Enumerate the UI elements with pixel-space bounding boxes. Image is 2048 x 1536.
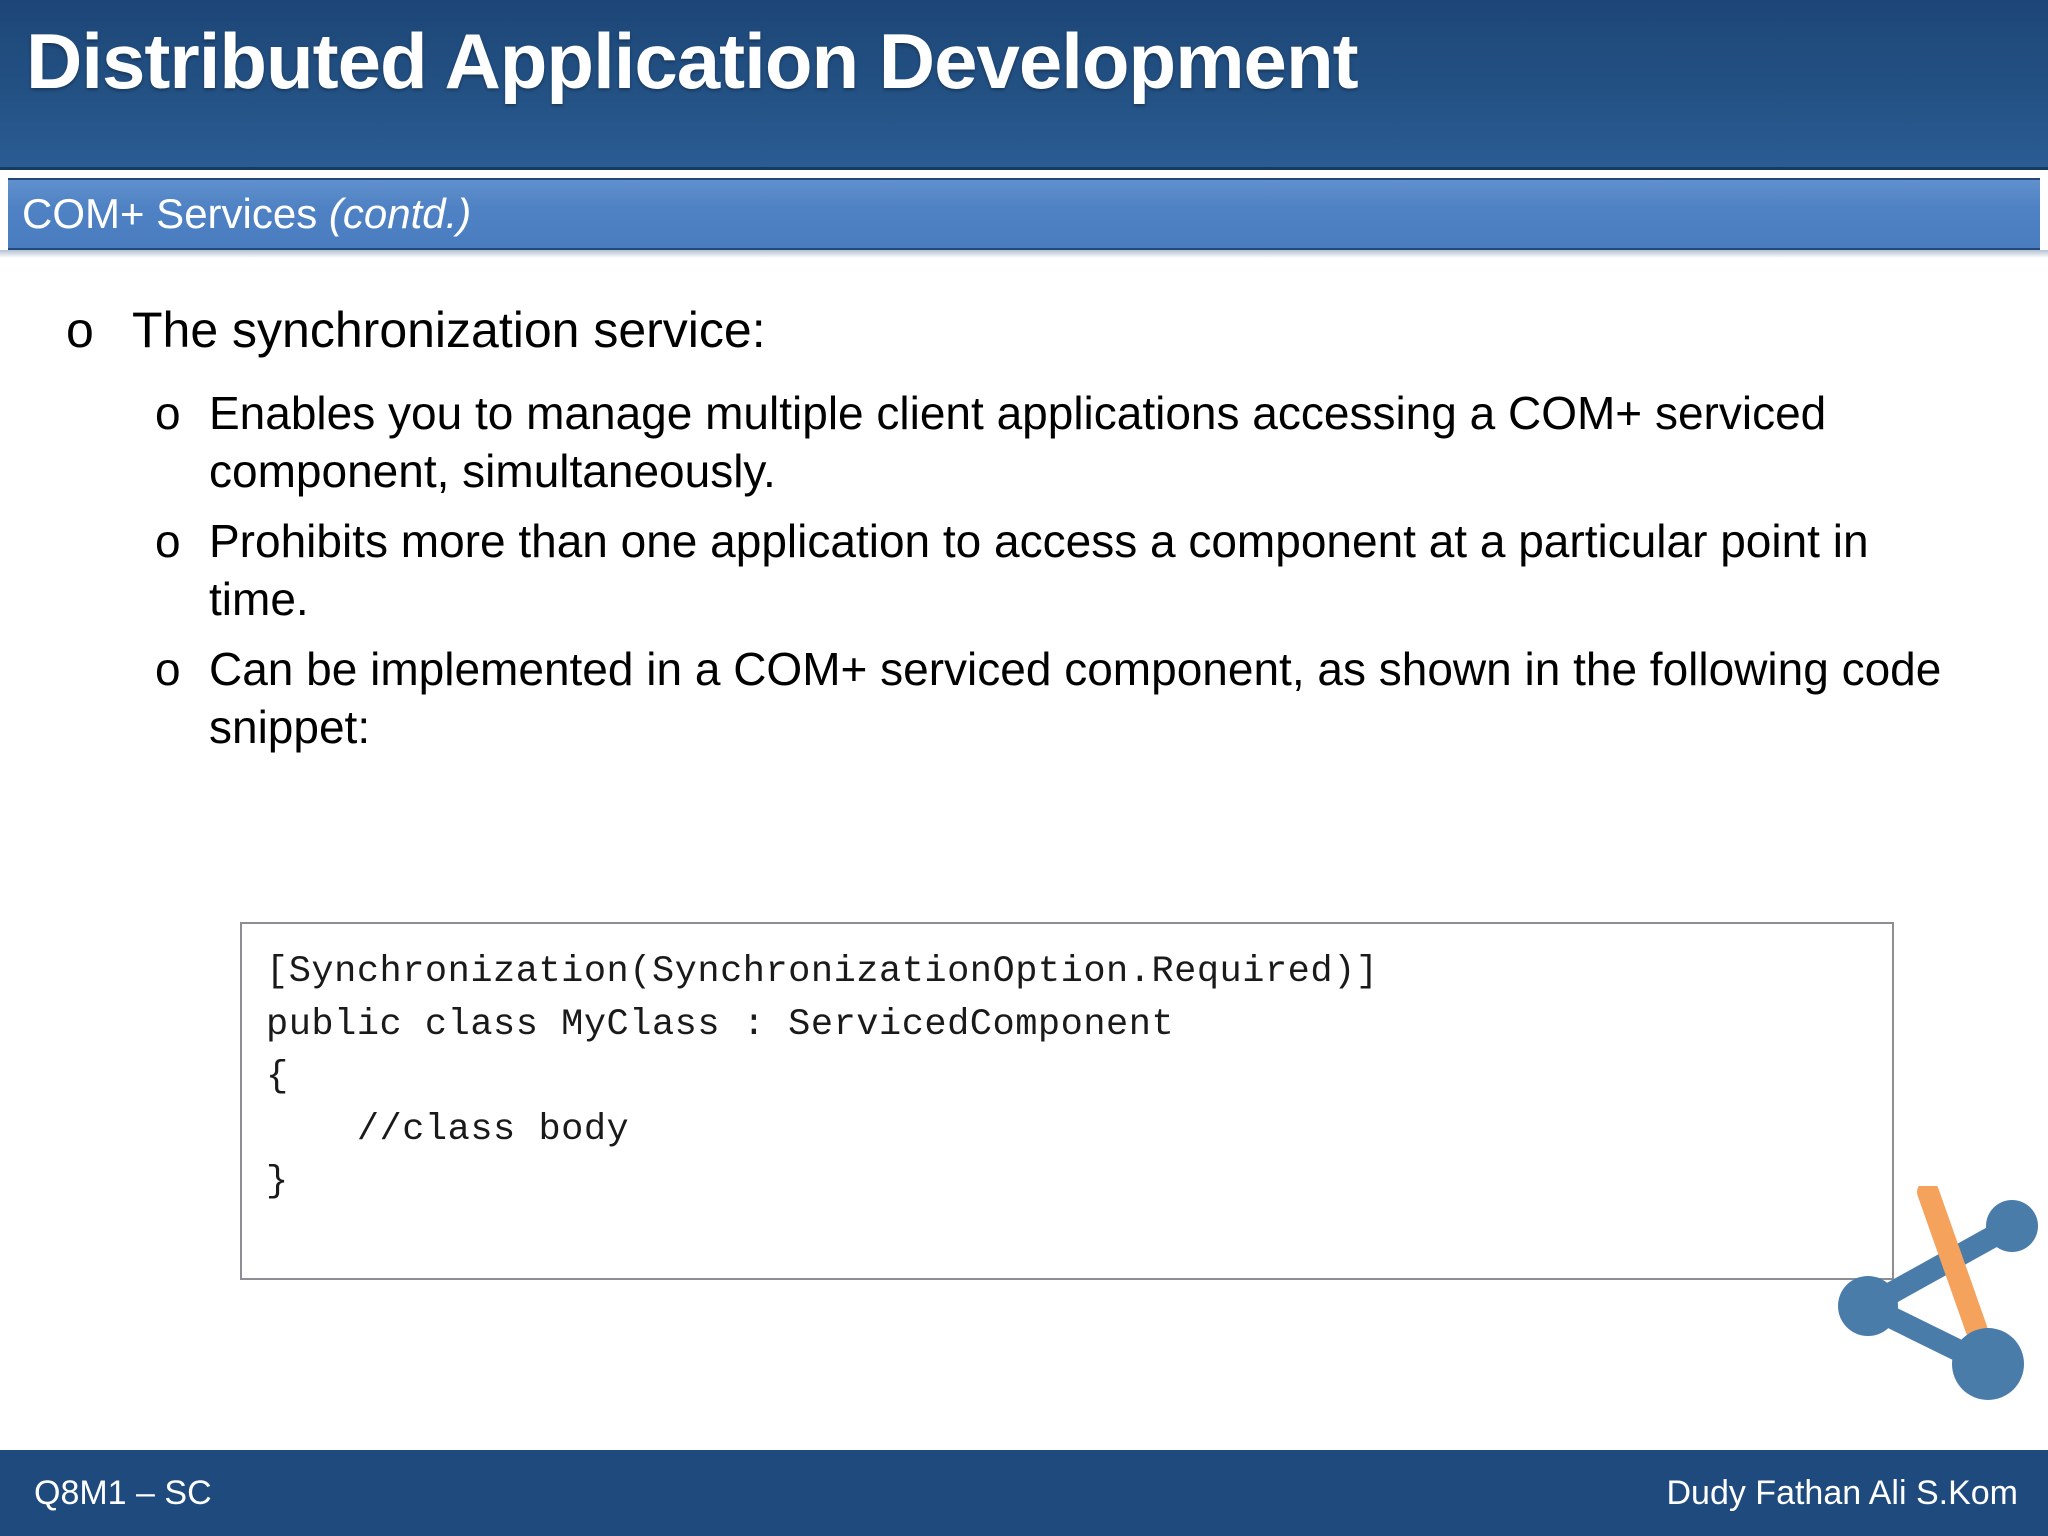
bullet-level1: o The synchronization service: — [0, 300, 2048, 361]
bullet-level2: o Prohibits more than one application to… — [0, 513, 2048, 629]
logo-node-top-right — [1986, 1200, 2038, 1252]
bullet-level2-text: Prohibits more than one application to a… — [209, 514, 1869, 625]
subtitle-contd-label: (contd.) — [328, 190, 472, 237]
code-line: //class body — [266, 1108, 630, 1151]
code-snippet-box: [Synchronization(SynchronizationOption.R… — [240, 922, 1894, 1280]
network-nodes-logo — [1836, 1181, 2048, 1406]
slide-footer-bar: Q8M1 – SC Dudy Fathan Ali S.Kom — [0, 1450, 2048, 1536]
code-line: { — [266, 1056, 289, 1099]
footer-author: Dudy Fathan Ali S.Kom — [1666, 1473, 2018, 1512]
code-line: public class MyClass : ServicedComponent — [266, 1003, 1175, 1046]
bullet-marker-icon: o — [155, 387, 181, 439]
bullet-level2: o Enables you to manage multiple client … — [0, 385, 2048, 501]
slide-body: o The synchronization service: o Enables… — [0, 300, 2048, 769]
slide-subtitle-band: COM+ Services (contd.) — [8, 178, 2040, 250]
logo-node-bottom-right — [1952, 1328, 2024, 1400]
bullet-marker-icon: o — [66, 302, 94, 358]
band-shadow — [0, 250, 2048, 258]
slide-title-bar: Distributed Application Development — [0, 0, 2048, 170]
subtitle-text: COM+ Services (contd.) — [8, 193, 471, 235]
subtitle-main-label: COM+ Services — [22, 190, 329, 237]
bullet-level2-text: Enables you to manage multiple client ap… — [209, 387, 1827, 497]
footer-slide-code: Q8M1 – SC — [34, 1473, 212, 1512]
logo-node-left — [1838, 1276, 1898, 1336]
bullet-level2-text: Can be implemented in a COM+ serviced co… — [209, 642, 1942, 753]
bullet-level2: o Can be implemented in a COM+ serviced … — [0, 641, 2048, 757]
bullet-level1-text: The synchronization service: — [132, 302, 766, 358]
code-line: } — [266, 1161, 289, 1204]
page-title: Distributed Application Development — [26, 17, 1359, 105]
bullet-marker-icon: o — [155, 642, 181, 695]
code-line: [Synchronization(SynchronizationOption.R… — [266, 951, 1379, 993]
bullet-marker-icon: o — [155, 514, 181, 567]
